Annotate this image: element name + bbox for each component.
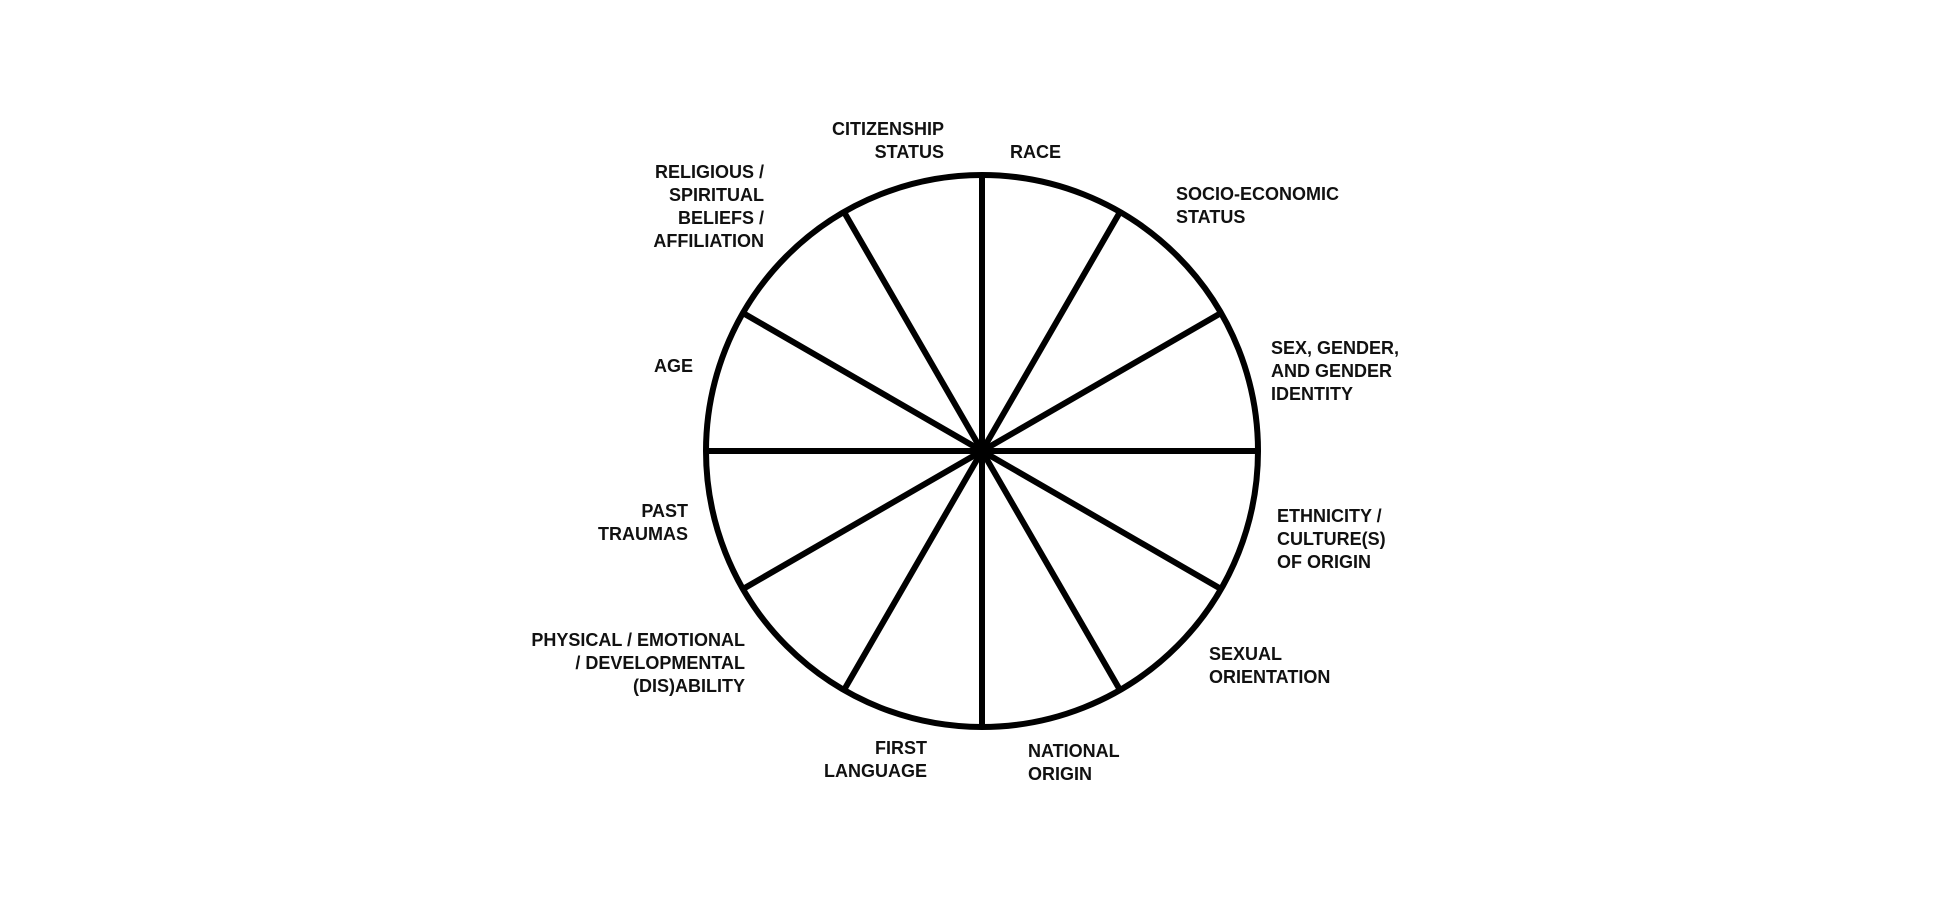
wheel-hub	[974, 443, 990, 459]
label-disability-line-3: (DIS)ABILITY	[633, 676, 745, 696]
label-religious-beliefs-line-3: BELIEFS /	[677, 208, 764, 228]
label-ethnicity-culture: ETHNICITY / CULTURE(S) OF ORIGIN	[1277, 505, 1386, 574]
label-national-origin: NATIONAL ORIGIN	[1028, 740, 1120, 786]
label-first-language-line-1: FIRST	[875, 738, 927, 758]
wheel-spoke	[979, 210, 1123, 453]
wheel-spoke	[741, 448, 984, 592]
label-religious-beliefs: RELIGIOUS / SPIRITUAL BELIEFS / AFFILIAT…	[653, 161, 764, 253]
label-sexual-orientation-line-2: ORIENTATION	[1209, 667, 1331, 687]
wheel-spoke	[841, 210, 985, 453]
label-sex-gender-identity-line-2: AND GENDER	[1271, 361, 1393, 381]
label-religious-beliefs-line-4: AFFILIATION	[653, 231, 764, 251]
label-sexual-orientation-line-1: SEXUAL	[1209, 644, 1283, 664]
label-age: AGE	[654, 355, 693, 378]
label-socio-economic-status-line-1: SOCIO-ECONOMIC	[1176, 184, 1340, 204]
label-socio-economic-status: SOCIO-ECONOMIC STATUS	[1176, 183, 1339, 229]
label-age-line-1: AGE	[653, 356, 693, 376]
wheel-spokes	[706, 175, 1258, 727]
label-citizenship-status-line-2: STATUS	[874, 142, 944, 162]
wheel-spoke	[980, 448, 1223, 592]
wheel-spoke	[841, 449, 985, 692]
label-disability-line-2: / DEVELOPMENTAL	[575, 653, 745, 673]
label-sex-gender-identity: SEX, GENDER, AND GENDER IDENTITY	[1271, 337, 1399, 406]
label-national-origin-line-2: ORIGIN	[1028, 764, 1093, 784]
label-race: RACE	[1010, 141, 1061, 164]
label-ethnicity-culture-line-1: ETHNICITY /	[1277, 506, 1382, 526]
wheel-spoke	[741, 310, 984, 454]
label-first-language: FIRST LANGUAGE	[824, 737, 927, 783]
label-socio-economic-status-line-2: STATUS	[1176, 207, 1246, 227]
label-past-traumas: PAST TRAUMAS	[598, 500, 688, 546]
label-religious-beliefs-line-1: RELIGIOUS /	[654, 162, 764, 182]
label-disability: PHYSICAL / EMOTIONAL / DEVELOPMENTAL (DI…	[531, 629, 745, 698]
label-national-origin-line-1: NATIONAL	[1028, 741, 1120, 761]
label-sex-gender-identity-line-1: SEX, GENDER,	[1271, 338, 1400, 358]
label-sexual-orientation: SEXUAL ORIENTATION	[1209, 643, 1330, 689]
wheel-spoke	[980, 310, 1223, 454]
label-first-language-line-2: LANGUAGE	[824, 761, 927, 781]
label-religious-beliefs-line-2: SPIRITUAL	[668, 185, 764, 205]
wheel-spoke	[979, 449, 1123, 692]
label-citizenship-status: CITIZENSHIP STATUS	[832, 118, 944, 164]
label-ethnicity-culture-line-3: OF ORIGIN	[1277, 552, 1371, 572]
label-disability-line-1: PHYSICAL / EMOTIONAL	[531, 630, 745, 650]
label-citizenship-status-line-1: CITIZENSHIP	[831, 119, 944, 139]
label-sex-gender-identity-line-3: IDENTITY	[1271, 384, 1354, 404]
label-ethnicity-culture-line-2: CULTURE(S)	[1277, 529, 1386, 549]
label-past-traumas-line-2: TRAUMAS	[598, 524, 688, 544]
label-race-line-1: RACE	[1010, 142, 1062, 162]
label-past-traumas-line-1: PAST	[641, 501, 688, 521]
